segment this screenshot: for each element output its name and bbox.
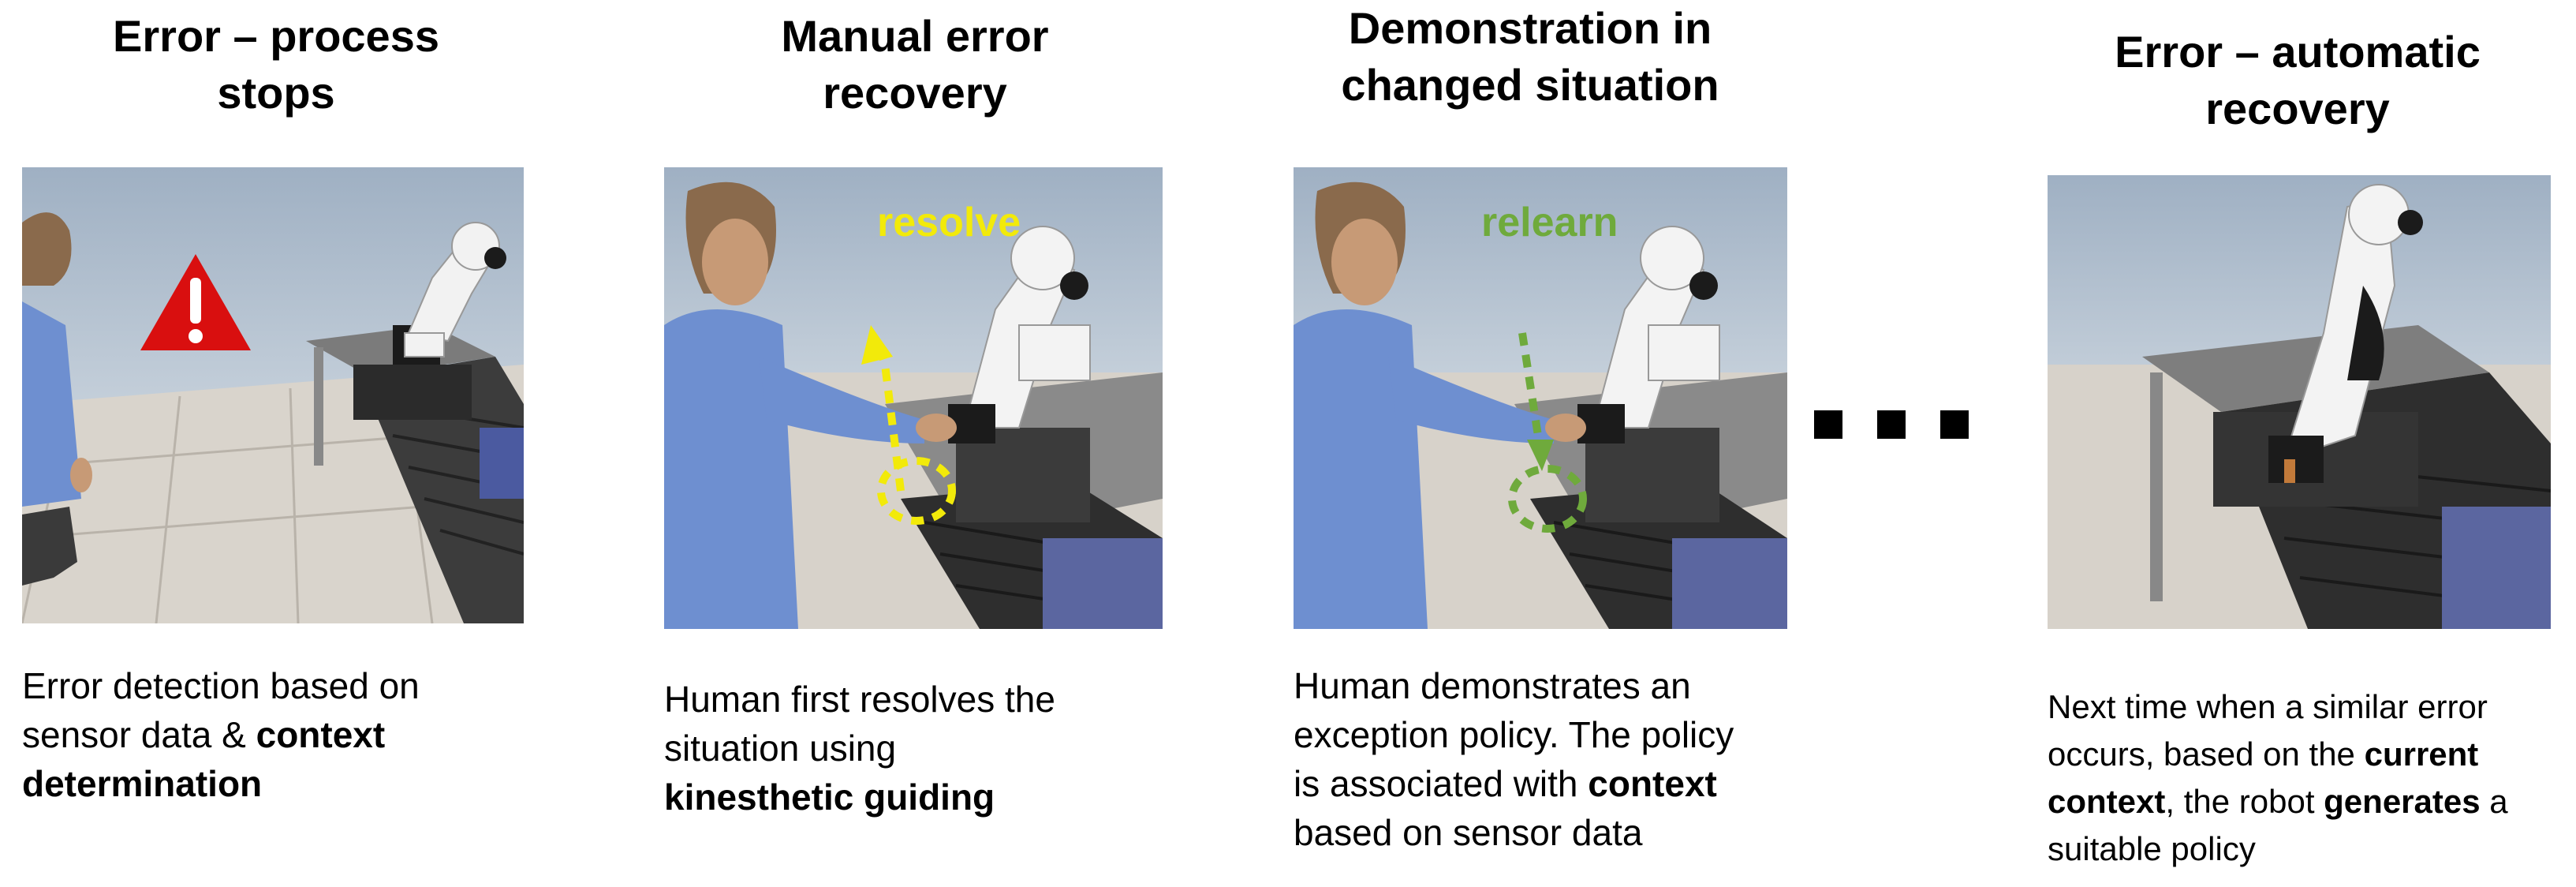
panel-4-desc-line-3: context, the robot generates a	[2048, 778, 2508, 825]
panel-3-desc-line-4: based on sensor data	[1294, 808, 1734, 857]
panel-4-title-line-2: recovery	[2205, 84, 2390, 133]
panel-1-desc-seg: sensor data &	[22, 714, 256, 755]
panel-1-title-line-2: stops	[217, 68, 335, 118]
scene-3-illustration	[1294, 167, 1787, 629]
panel-4-desc-bold: generates	[2324, 783, 2481, 820]
panel-2-title-line-2: recovery	[823, 68, 1007, 118]
panel-1-desc-seg: Error detection based on	[22, 665, 420, 706]
panel-2-title: Manual error recovery	[631, 8, 1199, 122]
panel-3-desc-seg: exception policy. The policy	[1294, 714, 1734, 755]
panel-1-description: Error detection based on sensor data & c…	[22, 661, 420, 808]
panel-4-desc-seg: occurs, based on the	[2048, 735, 2365, 773]
panel-1-desc-line-1: Error detection based on	[22, 661, 420, 710]
panel-4-desc-bold: current	[2364, 735, 2479, 773]
warning-triangle-icon	[140, 254, 251, 350]
panel-3-title-line-1: Demonstration in	[1348, 3, 1712, 53]
scene-1-illustration	[22, 167, 524, 623]
panel-4-desc-line-4: suitable policy	[2048, 825, 2508, 873]
panel-4-desc-line-2: occurs, based on the current	[2048, 731, 2508, 778]
panel-error-stops: Error – process stops	[0, 0, 552, 887]
panel-3-title: Demonstration in changed situation	[1254, 0, 1806, 114]
relearn-guide-arrow	[1508, 332, 1587, 533]
panel-4-desc-seg: suitable policy	[2048, 830, 2256, 867]
ellipsis-dot	[1877, 410, 1906, 439]
panel-1-desc-bold: determination	[22, 763, 263, 804]
ellipsis-dots	[1814, 410, 1972, 442]
panel-3-desc-line-3: is associated with context	[1294, 759, 1734, 808]
scene-manual-recovery	[664, 167, 1163, 629]
panel-1-desc-line-2: sensor data & context	[22, 710, 420, 759]
scene-error-stops	[22, 167, 524, 623]
panel-4-desc-seg: a	[2480, 783, 2508, 820]
scene-automatic-recovery	[2048, 175, 2551, 629]
scene-4-illustration	[2048, 175, 2551, 629]
panel-3-desc-line-2: exception policy. The policy	[1294, 710, 1734, 759]
panel-2-desc-seg: situation using	[664, 728, 897, 769]
panel-automatic-recovery: Error – automatic recovery	[2019, 0, 2576, 887]
ellipsis-dot	[1940, 410, 1969, 439]
panel-2-desc-line-2: situation using	[664, 724, 1055, 773]
scene-2-illustration	[664, 167, 1163, 629]
panel-1-title-line-1: Error – process	[113, 11, 439, 61]
panel-4-desc-bold: context	[2048, 783, 2166, 820]
panel-3-desc-seg: based on sensor data	[1294, 812, 1643, 853]
panel-2-desc-line-3: kinesthetic guiding	[664, 773, 1055, 822]
panel-3-desc-seg: Human demonstrates an	[1294, 665, 1691, 706]
panel-manual-recovery: Manual error recovery	[631, 0, 1199, 887]
panel-3-desc-line-1: Human demonstrates an	[1294, 661, 1734, 710]
panel-4-desc-seg: Next time when a similar error	[2048, 688, 2488, 725]
overlay-relearn: relearn	[1481, 200, 1618, 245]
panel-4-title-line-1: Error – automatic	[2115, 27, 2481, 77]
panel-2-desc-seg: Human first resolves the	[664, 679, 1055, 720]
panel-demonstration: Demonstration in changed situation	[1254, 0, 1806, 887]
panel-2-desc-bold: kinesthetic guiding	[664, 777, 995, 818]
panel-4-desc-line-1: Next time when a similar error	[2048, 683, 2508, 731]
panel-4-title: Error – automatic recovery	[2019, 24, 2576, 137]
panel-1-desc-line-3: determination	[22, 759, 420, 808]
panel-3-title-line-2: changed situation	[1341, 60, 1719, 110]
panel-4-desc-seg: , the robot	[2165, 783, 2324, 820]
panel-2-desc-line-1: Human first resolves the	[664, 675, 1055, 724]
panel-2-description: Human first resolves the situation using…	[664, 675, 1055, 822]
panel-3-desc-bold: context	[1588, 763, 1717, 804]
scene-demonstration	[1294, 167, 1787, 629]
panel-3-description: Human demonstrates an exception policy. …	[1294, 661, 1734, 857]
overlay-resolve: resolve	[877, 200, 1021, 245]
ellipsis-dot	[1814, 410, 1842, 439]
panel-4-description: Next time when a similar error occurs, b…	[2048, 683, 2508, 873]
panel-1-title: Error – process stops	[0, 8, 552, 122]
panel-1-desc-bold: context	[256, 714, 386, 755]
panel-2-title-line-1: Manual error	[781, 11, 1049, 61]
panel-3-desc-seg: is associated with	[1294, 763, 1589, 804]
